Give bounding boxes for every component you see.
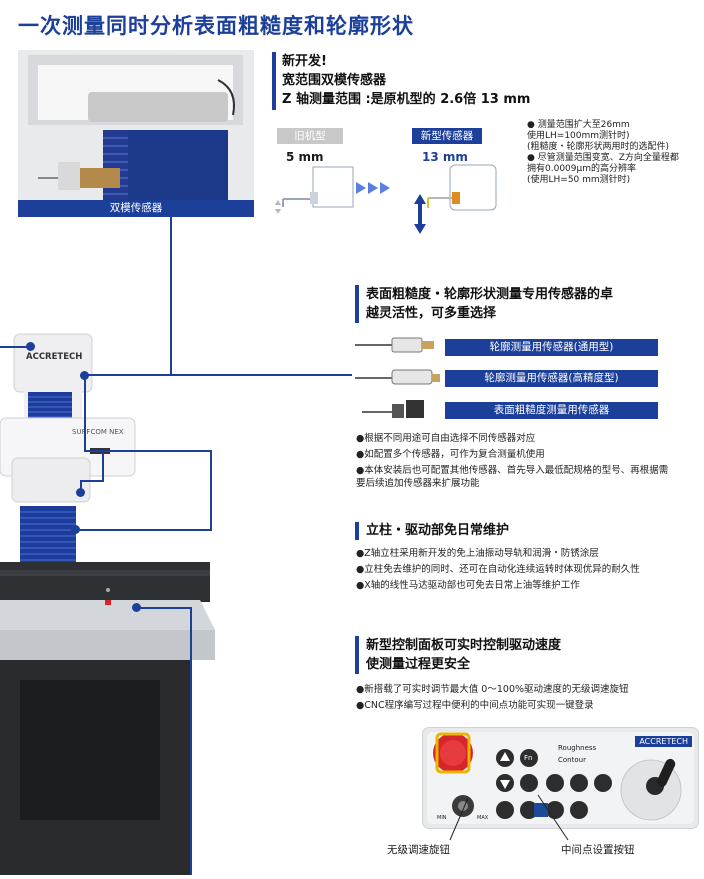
bullet: ●Z轴立柱采用新开发的免上油振动导轨和润滑・防锈涂层 (356, 548, 599, 559)
note-line: ● 尽管测量范围变宽、Z方向全量程都 (527, 153, 679, 163)
connector-line (80, 480, 104, 482)
machine-brand: ACCRETECH (26, 352, 83, 362)
page-title: 一次测量同时分析表面粗糙度和轮廓形状 (18, 14, 414, 38)
bullet: ●根据不同用途可自由选择不同传感器对应 (356, 433, 536, 444)
sensor-photo (18, 50, 254, 200)
connector-dot (26, 342, 35, 351)
connector-line (136, 607, 192, 609)
connector-line (86, 450, 211, 452)
bullet: ●CNC程序编写过程中便利的中间点功能可实现一键登录 (356, 700, 594, 711)
sensor-option-roughness: 表面粗糙度测量用传感器 (445, 402, 658, 419)
connector-line (75, 529, 212, 531)
section1-line2: 宽范围双模传感器 (282, 73, 387, 88)
connector-line (80, 481, 82, 491)
machine-illustration: ACCRETECH SURFCOM NEX (0, 300, 240, 875)
panel-label-contour: Contour (558, 756, 586, 764)
sensor-photo-caption: 双模传感器 (18, 200, 254, 217)
note-line: ● 测量范围扩大至26mm (527, 120, 630, 130)
callout-speed-knob: 无级调速旋钮 (387, 844, 450, 856)
bullet: ●如配置多个传感器，可作为复合测量机使用 (356, 449, 545, 460)
section2-bullets: ●根据不同用途可自由选择不同传感器对应 ●如配置多个传感器，可作为复合测量机使用… (356, 432, 668, 490)
bullet: ●立柱免去维护的同时、还可在自动化连续运转时体现优异的耐久性 (356, 564, 640, 575)
machine-model: SURFCOM NEX (72, 428, 124, 436)
bullet: ●X轴的线性马达驱动部也可免去日常上油等维护工作 (356, 580, 580, 591)
old-model-label: 旧机型 (277, 128, 343, 144)
bullet: ●本体安装后也可配置其他传感器、首先导入最低配规格的型号、再根据需 (356, 465, 669, 476)
range-comparison-diagram (275, 164, 497, 234)
section2-bar (355, 285, 359, 323)
sensor-option-contour-general: 轮廓测量用传感器(通用型) (445, 339, 658, 356)
section2-line2: 越灵活性，可多重选择 (366, 306, 497, 321)
callout-lines (449, 794, 569, 841)
connector-dot (76, 488, 85, 497)
connector-dot (71, 525, 80, 534)
connector-dot (80, 371, 89, 380)
note-line: 拥有0.0009μm的高分辨率 (527, 164, 636, 174)
connector-line (102, 450, 104, 480)
new-sensor-label: 新型传感器 (412, 128, 482, 144)
section1-notes: ● 测量范围扩大至26mm 使用LH=100mm测针时) (粗糙度・轮廓形状两用… (527, 120, 679, 186)
connector-line (84, 374, 86, 452)
note-line: (使用LH=50 mm测针时) (527, 175, 631, 185)
panel-label-roughness: Roughness (558, 744, 597, 752)
contour-sensor-general-icon (355, 337, 434, 353)
section1-bar (272, 52, 276, 110)
callout-midpoint-button: 中间点设置按钮 (561, 844, 635, 856)
connector-line (170, 217, 172, 375)
sensor-photo-illustration (18, 50, 254, 200)
section3-bullets: ●Z轴立柱采用新开发的免上油振动导轨和润滑・防锈涂层 ●立柱免去维护的同时、还可… (356, 547, 640, 592)
note-line: 使用LH=100mm测针时) (527, 131, 630, 141)
connector-line (190, 607, 192, 875)
section1-line3: Z 轴测量范围 :是原机型的 2.6倍 13 mm (282, 92, 531, 107)
section4-line1: 新型控制面板可实时控制驱动速度 (366, 638, 562, 653)
section2-line1: 表面粗糙度・轮廓形状测量专用传感器的卓 (366, 287, 614, 302)
connector-line (210, 450, 212, 530)
panel-speed-max: MAX (477, 815, 489, 821)
new-sensor-value: 13 mm (422, 150, 468, 164)
section4-bar (355, 636, 359, 674)
section1-line1: 新开发! (282, 54, 327, 69)
connector-line (84, 374, 352, 376)
section4-bullets: ●新搭载了可实时调节最大值 0〜100%驱动速度的无级调速旋钮 ●CNC程序编写… (356, 683, 629, 712)
connector-dot (132, 603, 141, 612)
section3-heading: 立柱・驱动部免日常维护 (366, 523, 510, 538)
section3-bar (355, 522, 359, 540)
bullet: 要后续追加传感器来扩展功能 (356, 478, 480, 489)
connector-line (0, 346, 30, 348)
panel-speed-min: MIN (437, 815, 447, 821)
panel-brand: ACCRETECH (635, 736, 692, 747)
sensor-option-contour-precision: 轮廓测量用传感器(高精度型) (445, 370, 658, 387)
panel-label-fn: Fn (524, 754, 533, 762)
old-model-value: 5 mm (286, 150, 324, 164)
bullet: ●新搭载了可实时调节最大值 0〜100%驱动速度的无级调速旋钮 (356, 684, 629, 695)
roughness-sensor-icon (362, 400, 424, 418)
contour-sensor-precision-icon (355, 369, 440, 385)
section4-line2: 使测量过程更安全 (366, 657, 471, 672)
note-line: (粗糙度・轮廓形状两用时的选配件) (527, 142, 670, 152)
sensor-icons (355, 337, 440, 418)
